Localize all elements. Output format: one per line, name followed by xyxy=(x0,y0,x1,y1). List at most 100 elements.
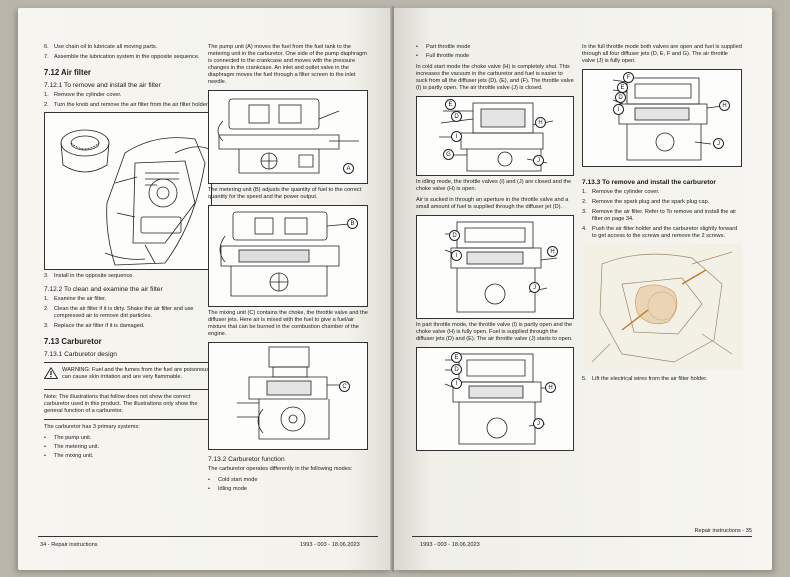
step-text: Use chain oil to lubricate all moving pa… xyxy=(54,44,158,50)
divider xyxy=(44,362,212,363)
mixing-unit-drawing xyxy=(237,346,349,440)
list-item: 2.Clean the air filter if it is dirty. S… xyxy=(44,306,212,320)
metering-unit-text: The metering unit (B) adjusts the quanti… xyxy=(208,187,362,200)
remove-carburetor-steps: 1.Remove the cylinder cover. 2. Remove th… xyxy=(582,189,742,240)
callout-c: C xyxy=(339,381,350,392)
step-number: 2. xyxy=(582,199,587,205)
callout-h: H xyxy=(545,382,556,393)
step-number: 2. xyxy=(44,102,49,108)
callout-d: D xyxy=(451,364,462,375)
modes-list-cont: Part throttle mode Full throttle mode xyxy=(416,44,574,60)
step-number: 3. xyxy=(44,273,49,279)
list-item: The pump unit. xyxy=(44,435,212,442)
callout-e: E xyxy=(445,99,456,110)
book-gutter xyxy=(390,6,396,572)
pump-unit-text: The pump unit (A) moves the fuel from th… xyxy=(208,44,367,85)
list-item: Idling mode xyxy=(208,486,368,493)
footer-doc-id: 1993 - 003 - 18.06.2023 xyxy=(300,542,360,548)
step-number: 7. xyxy=(44,54,49,60)
subsection-heading-clean-air-filter: 7.12.2 To clean and examine the air filt… xyxy=(44,286,163,293)
list-item: 2. Turn the knob and remove the air filte… xyxy=(44,102,212,109)
idling-text: In idling mode, the throttle valves (I) … xyxy=(416,179,572,192)
list-item: 4.Push the air filter holder and the car… xyxy=(582,226,742,240)
right-page-column-1: Part throttle mode Full throttle mode In… xyxy=(416,44,574,454)
warning-text: WARNING: Fuel and the fumes from the fue… xyxy=(62,367,211,380)
callout-d: D xyxy=(449,230,460,241)
step-text: Examine the air filter. xyxy=(54,296,107,302)
subsection-heading-carburetor-function: 7.13.2 Carburetor function xyxy=(208,456,285,463)
callout-i: I xyxy=(451,378,462,389)
left-page: 6.Use chain oil to lubricate all moving … xyxy=(18,8,392,570)
callout-i: I xyxy=(613,104,624,115)
step-number: 3. xyxy=(582,209,587,215)
carburetor-removal-photo xyxy=(582,244,742,370)
step-number: 2. xyxy=(44,306,49,312)
list-item: 1. Examine the air filter. xyxy=(44,296,212,303)
step-text: Lift the electrical wires from the air f… xyxy=(592,376,708,382)
callout-b: B xyxy=(347,218,358,229)
cold-start-illustration: E D H I G J xyxy=(416,96,574,176)
footer-rule xyxy=(38,536,378,537)
callout-j: J xyxy=(713,138,724,149)
divider xyxy=(44,419,212,420)
part-throttle-drawing xyxy=(444,353,555,445)
right-page-column-2: In the full throttle mode both valves ar… xyxy=(582,44,742,386)
step-text: Replace the air filter if it is damaged. xyxy=(54,323,145,329)
divider xyxy=(44,389,212,390)
left-page-column-1: 6.Use chain oil to lubricate all moving … xyxy=(44,44,212,462)
step-text: Remove the spark plug and the spark plug… xyxy=(592,199,710,205)
lubrication-steps: 6.Use chain oil to lubricate all moving … xyxy=(44,44,212,61)
footer-doc-id: 1993 - 003 - 18.06.2023 xyxy=(420,542,480,548)
callout-d: D xyxy=(451,111,462,122)
part-throttle-text: In part throttle mode, the throttle valv… xyxy=(416,322,573,342)
subsection-heading-remove-carburetor: 7.13.3 To remove and install the carbure… xyxy=(582,179,716,186)
systems-list: The pump unit. The metering unit. The mi… xyxy=(44,435,212,460)
list-item: The mixing unit. xyxy=(44,453,212,460)
install-step: 3.Install in the opposite sequence. xyxy=(44,273,212,280)
callout-h: H xyxy=(535,117,546,128)
callout-h: H xyxy=(547,246,558,257)
mixing-unit-illustration: C xyxy=(208,342,368,450)
list-item: Full throttle mode xyxy=(416,53,574,60)
step-text: Remove the cylinder cover. xyxy=(54,92,122,98)
callout-d: D xyxy=(615,92,626,103)
idling-illustration: D I H J xyxy=(416,215,574,319)
callout-j: J xyxy=(533,418,544,429)
callout-j: J xyxy=(533,155,544,166)
step-number: 5. xyxy=(582,376,587,382)
step-text: Remove the air filter. Refer to To remov… xyxy=(592,209,737,222)
idling-drawing xyxy=(444,221,558,313)
callout-e: E xyxy=(451,352,462,363)
mixing-unit-text: The mixing unit (C) contains the choke, … xyxy=(208,310,368,338)
list-item: 2. Remove the spark plug and the spark pl… xyxy=(582,199,742,206)
list-item: 3. Remove the air filter. Refer to To rem… xyxy=(582,209,742,223)
step-text: Turn the knob and remove the air filter … xyxy=(54,102,209,108)
full-throttle-illustration: F E D I H J xyxy=(582,69,742,167)
step-number: 3. xyxy=(44,323,49,329)
step-number: 1. xyxy=(44,296,49,302)
cold-start-text: In cold start mode the choke valve (H) i… xyxy=(416,64,574,91)
callout-g: G xyxy=(443,149,454,160)
modes-list: Cold start mode Idling mode xyxy=(208,477,368,493)
step-number: 1. xyxy=(44,92,49,98)
list-item: The metering unit. xyxy=(44,444,212,451)
footer-page-label: Repair instructions - 35 xyxy=(694,528,752,534)
full-throttle-text: In the full throttle mode both valves ar… xyxy=(582,44,742,64)
note-text: Note: The illustrations that follow does… xyxy=(44,394,198,414)
section-heading-air-filter: 7.12 Air filter xyxy=(44,68,91,77)
metering-unit-illustration: B xyxy=(208,205,368,307)
list-item: 1.Remove the cylinder cover. xyxy=(582,189,742,196)
section-heading-carburetor: 7.13 Carburetor xyxy=(44,337,102,346)
callout-a: A xyxy=(343,163,354,174)
idling-text-2: Air is sucked in through an aperture in … xyxy=(416,197,569,210)
warning-icon xyxy=(44,367,58,379)
callout-i: I xyxy=(451,250,462,261)
mixing-unit-text-content: The mixing unit (C) contains the choke, … xyxy=(208,310,368,337)
full-throttle-drawing xyxy=(612,77,724,161)
footer-rule xyxy=(412,536,752,537)
list-item: 3. Replace the air filter if it is damage… xyxy=(44,323,212,330)
pump-unit-illustration: A xyxy=(208,90,368,184)
list-item: Part throttle mode xyxy=(416,44,574,51)
right-page: Part throttle mode Full throttle mode In… xyxy=(394,8,772,570)
part-throttle-illustration: E D I H J xyxy=(416,347,574,451)
